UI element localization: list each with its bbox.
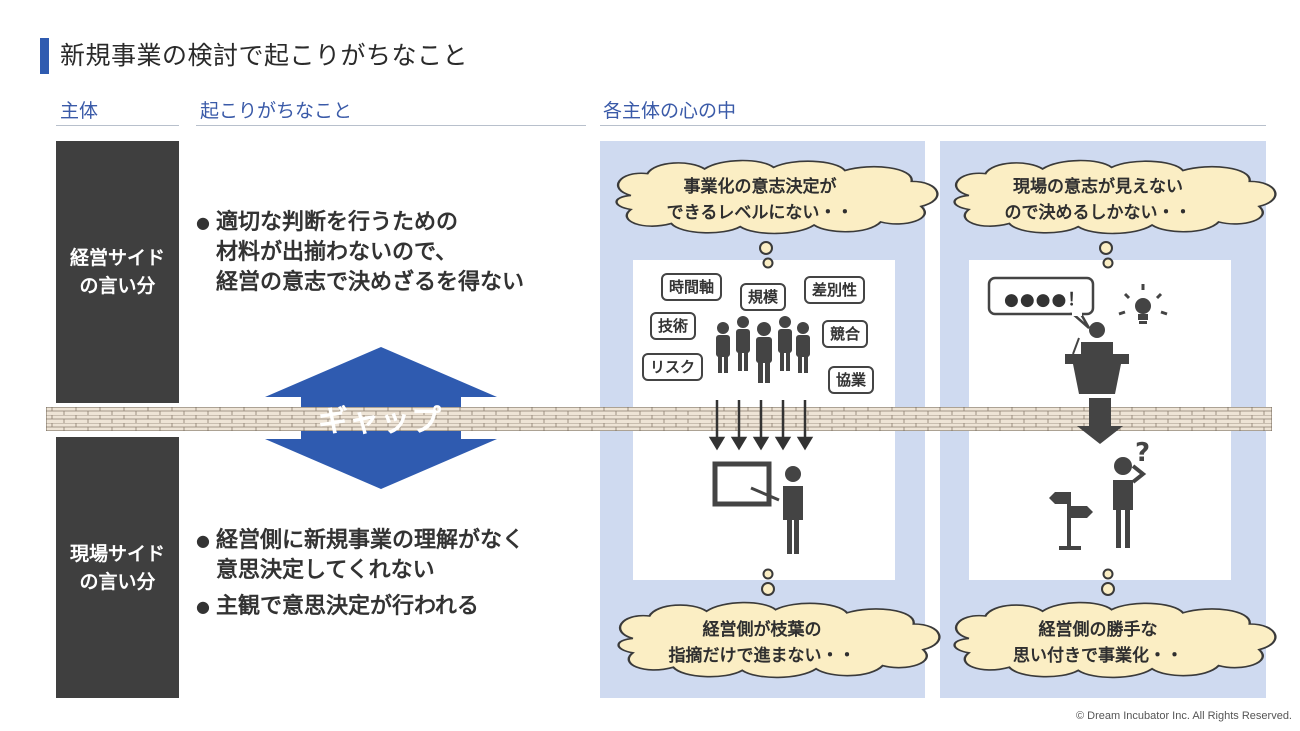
- factor-tag: 差別性: [804, 276, 866, 304]
- header-rule-mind: [600, 125, 1266, 126]
- bullet-dot: ●: [196, 597, 210, 616]
- thought-right-bottom-text: 経営側の勝手な 思い付きで事業化・・: [1013, 620, 1183, 666]
- management-side-label-text: 経営サイド の言い分: [69, 247, 165, 297]
- thought-bubble-dot: [1099, 241, 1113, 255]
- title-accent-bar: [40, 38, 49, 74]
- thought-bubble-dot: [1101, 582, 1115, 596]
- thought-bubble-dot: [762, 568, 774, 580]
- header-subject: 主体: [60, 100, 99, 122]
- bullet-text: 主観で意思決定が行われる: [216, 594, 479, 619]
- confused-person-signpost-icon: [1049, 457, 1147, 550]
- field-side-label-text: 現場サイド の言い分: [69, 542, 165, 593]
- bullet-text: 適切な判断を行うための 材料が出揃わないので、 経営の意志で決めざるを得ない: [216, 210, 525, 295]
- factor-tag: 時間軸: [661, 273, 723, 301]
- bullet-item: ● 主観で意思決定が行われる: [196, 592, 524, 622]
- thought-left-top-text: 事業化の意志決定が できるレベルにない・・: [666, 177, 854, 223]
- presenter-board-icon: [712, 461, 803, 554]
- factor-tag: 競合: [822, 320, 869, 348]
- field-bullets: ● 経営側に新規事業の理解がなく 意思決定してくれない ● 主観で意思決定が行わ…: [196, 526, 524, 628]
- header-mind: 各主体の心の中: [603, 100, 737, 122]
- business-people-group-icon: [716, 316, 810, 383]
- header-happens: 起こりがちなこと: [200, 100, 353, 122]
- factor-tag: 規模: [740, 283, 787, 311]
- header-rule-happens: [196, 125, 586, 126]
- thought-bubble-dot: [762, 257, 774, 269]
- bullet-item: ● 経営側に新規事業の理解がなく 意思決定してくれない: [196, 526, 524, 586]
- bullet-item: ● 適切な判断を行うための 材料が出揃わないので、 経営の意志で決めざるを得ない: [196, 208, 524, 298]
- field-illustration: [987, 276, 1168, 550]
- copyright-footer: © Dream Incubator Inc. All Rights Reserv…: [1076, 710, 1292, 722]
- thought-bubble-dot: [1102, 257, 1114, 269]
- brick-wall-divider: [46, 407, 1272, 431]
- header-rule-subject: [56, 125, 179, 126]
- bullet-text: 経営側に新規事業の理解がなく 意思決定してくれない: [216, 528, 525, 583]
- gap-label: ギャップ: [318, 404, 442, 439]
- bullet-dot: ●: [196, 531, 210, 550]
- thought-right-top-text: 現場の意志が見えない ので決めるしかない・・: [1004, 177, 1192, 223]
- factor-tag: 技術: [650, 312, 697, 340]
- management-bullets: ● 適切な判断を行うための 材料が出揃わないので、 経営の意志で決めざるを得ない: [196, 208, 524, 304]
- speaker-podium-icon: [1065, 322, 1129, 394]
- lightbulb-icon: [1118, 284, 1168, 324]
- factor-tag: リスク: [642, 353, 704, 381]
- field-side-label: 現場サイド の言い分: [56, 437, 179, 698]
- speech-bubble-text: ●●●●！: [1004, 290, 1086, 310]
- management-team-illustration: [708, 316, 814, 554]
- down-arrows-icon: [708, 400, 814, 451]
- thought-bubble-dot: [1102, 568, 1114, 580]
- management-side-label: 経営サイド の言い分: [56, 141, 179, 403]
- thought-left-bottom-text: 経営側が枝葉の 指摘だけで進まない・・: [668, 620, 856, 666]
- question-mark: ?: [1135, 438, 1151, 468]
- big-down-arrow-icon: [1077, 398, 1123, 444]
- thought-bubble-dot: [761, 582, 775, 596]
- bullet-dot: ●: [196, 213, 210, 232]
- factor-tag: 協業: [828, 366, 875, 394]
- speech-bubble-icon: [987, 276, 1095, 329]
- page-title: 新規事業の検討で起こりがちなこと: [60, 41, 469, 70]
- thought-bubble-dot: [759, 241, 773, 255]
